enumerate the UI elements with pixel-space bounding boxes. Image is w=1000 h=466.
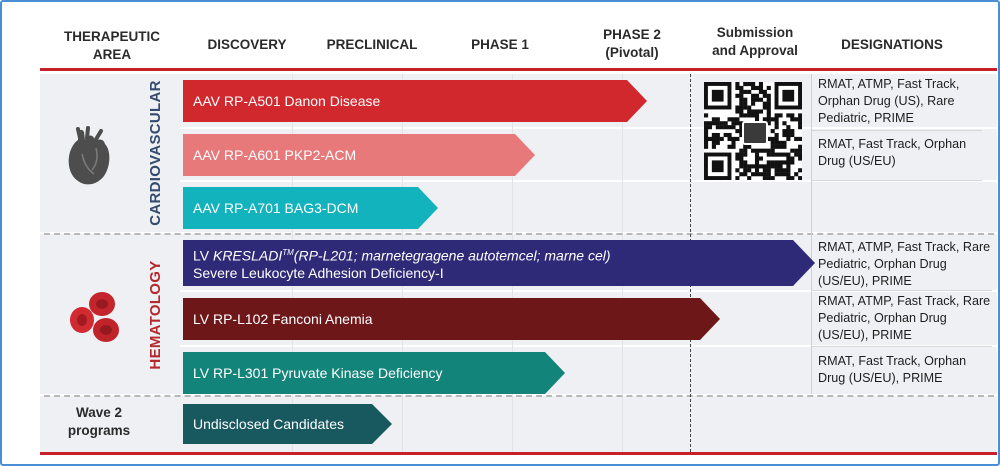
row-divider bbox=[180, 290, 997, 292]
wave2-label-line1: Wave 2 bbox=[75, 405, 123, 420]
qr-code-icon bbox=[704, 82, 803, 181]
header-phase2: PHASE 2 (Pivotal) bbox=[572, 26, 692, 62]
header-preclinical: PRECLINICAL bbox=[326, 37, 418, 52]
cardiovascular-label-wrap: CARDIOVASCULAR bbox=[147, 75, 167, 231]
program-label-fanconi: LV RP-L102 Fanconi Anemia bbox=[193, 311, 373, 327]
section-divider bbox=[44, 395, 994, 397]
program-label-pkp2: AAV RP-A601 PKP2-ACM bbox=[193, 147, 357, 163]
header-submission-line1: Submission bbox=[716, 25, 794, 40]
section-divider bbox=[44, 233, 994, 235]
program-bar-danon[interactable]: AAV RP-A501 Danon Disease bbox=[183, 80, 647, 122]
row-divider bbox=[180, 180, 997, 182]
program-label-undisclosed: Undisclosed Candidates bbox=[193, 416, 344, 432]
program-label-danon: AAV RP-A501 Danon Disease bbox=[193, 93, 381, 109]
designation-pkd: RMAT, Fast Track, Orphan Drug (US/EU), P… bbox=[818, 354, 967, 385]
qr-code-graphic bbox=[704, 82, 803, 181]
program-label-kresladi-line2: Severe Leukocyte Adhesion Deficiency-I bbox=[193, 265, 444, 282]
cardiovascular-label: CARDIOVASCULAR bbox=[147, 80, 164, 226]
program-bar-pkd[interactable]: LV RP-L301 Pyruvate Kinase Deficiency bbox=[183, 352, 565, 394]
designation-divider bbox=[812, 290, 992, 291]
designation-kresladi: RMAT, ATMP, Fast Track, Rare Pediatric, … bbox=[818, 240, 991, 288]
kresladi-details: (RP-L201; marnetegragene autotemcel; mar… bbox=[293, 247, 611, 264]
program-label-kresladi-line1: LV KRESLADITM(RP-L201; marnetegragene au… bbox=[193, 244, 611, 265]
designations-divider bbox=[811, 74, 812, 394]
designation-divider bbox=[812, 130, 982, 131]
header-rule bbox=[40, 68, 997, 71]
program-label-pkd: LV RP-L301 Pyruvate Kinase Deficiency bbox=[193, 365, 443, 381]
header-phase2-line1: PHASE 2 bbox=[603, 27, 661, 42]
program-bar-bag3[interactable]: AAV RP-A701 BAG3-DCM bbox=[183, 187, 438, 229]
program-label-bag3: AAV RP-A701 BAG3-DCM bbox=[193, 200, 359, 216]
hematology-label-wrap: HEMATOLOGY bbox=[147, 236, 167, 394]
wave2-label-line2: programs bbox=[67, 423, 131, 438]
heart-icon bbox=[68, 126, 110, 185]
program-bar-kresladi[interactable]: LV KRESLADITM(RP-L201; marnetegragene au… bbox=[183, 240, 815, 286]
program-bar-undisclosed[interactable]: Undisclosed Candidates bbox=[183, 404, 392, 444]
row-divider bbox=[180, 345, 997, 347]
kresladi-prefix: LV bbox=[193, 247, 213, 264]
footer-rule bbox=[40, 452, 997, 455]
designation-fanconi: RMAT, ATMP, Fast Track, Rare Pediatric, … bbox=[818, 294, 991, 342]
wave2-label: Wave 2 programs bbox=[44, 404, 154, 440]
program-bar-pkp2[interactable]: AAV RP-A601 PKP2-ACM bbox=[183, 134, 535, 176]
designation-divider bbox=[812, 180, 982, 181]
kresladi-name: KRESLADI bbox=[212, 247, 283, 264]
header-discovery: DISCOVERY bbox=[207, 37, 287, 52]
header-therapeutic-area: THERAPEUTIC AREA bbox=[63, 29, 160, 62]
header-submission-line2: and Approval bbox=[712, 43, 798, 58]
hematology-label: HEMATOLOGY bbox=[147, 260, 164, 370]
designation-pkp2: RMAT, Fast Track, Orphan Drug (US/EU) bbox=[818, 137, 967, 168]
program-bar-fanconi[interactable]: LV RP-L102 Fanconi Anemia bbox=[183, 298, 720, 340]
row-divider bbox=[180, 127, 997, 129]
header-designations: DESIGNATIONS bbox=[841, 37, 943, 52]
header-phase1: PHASE 1 bbox=[471, 37, 529, 52]
kresladi-trademark: TM bbox=[282, 247, 294, 257]
designation-danon: RMAT, ATMP, Fast Track, Orphan Drug (US)… bbox=[818, 77, 960, 125]
header-phase2-line2: (Pivotal) bbox=[605, 45, 659, 60]
qr-center-logo bbox=[742, 121, 768, 145]
red-blood-cells-icon bbox=[70, 292, 119, 342]
header-submission: Submission and Approval bbox=[694, 24, 816, 60]
designation-divider bbox=[812, 346, 992, 347]
